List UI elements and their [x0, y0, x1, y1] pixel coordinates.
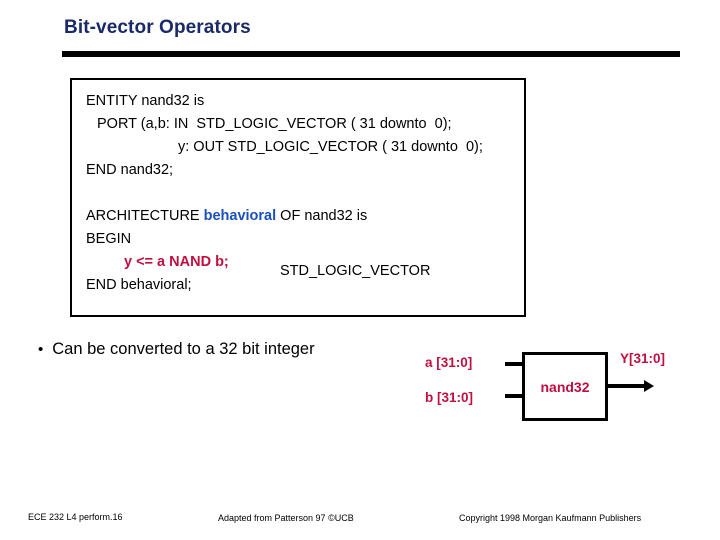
code-blank-line	[86, 182, 518, 205]
footer-attribution: Adapted from Patterson 97 ©UCB	[218, 513, 354, 523]
code-line-assignment: y <= a NAND b;	[86, 251, 518, 274]
code-line-end-architecture: END behavioral;	[86, 277, 192, 293]
output-port-y-label: Y[31:0]	[620, 351, 666, 366]
nand32-block-diagram: a [31:0] b [31:0] Y[31:0] nand32	[415, 348, 705, 438]
arrow-output-y-icon	[607, 380, 654, 392]
code-line-end-entity: END nand32;	[86, 162, 174, 178]
bullet-dot-icon: •	[38, 341, 44, 358]
code-line-entity: ENTITY nand32 is	[86, 93, 205, 109]
architecture-name: behavioral	[203, 208, 277, 224]
input-port-b-label: b [31:0]	[425, 390, 474, 405]
input-port-a-label: a [31:0]	[425, 355, 473, 370]
bullet-list-item: • Can be converted to a 32 bit integer	[38, 340, 315, 359]
title-divider-rule	[62, 51, 680, 57]
bullet-item-label: Can be converted to a 32 bit integer	[52, 340, 315, 358]
nand32-block: nand32	[522, 352, 608, 421]
std-logic-vector-annotation: STD_LOGIC_VECTOR	[280, 263, 431, 279]
code-line-port-out: y: OUT STD_LOGIC_VECTOR ( 31 downto 0);	[178, 139, 483, 155]
architecture-keyword-pre: ARCHITECTURE	[86, 208, 204, 224]
vhdl-code-box: ENTITY nand32 is PORT (a,b: IN STD_LOGIC…	[70, 78, 526, 317]
architecture-keyword-post: OF nand32 is	[276, 208, 368, 224]
page-title: Bit-vector Operators	[64, 17, 251, 38]
code-line-port-in: PORT (a,b: IN STD_LOGIC_VECTOR ( 31 down…	[97, 116, 452, 132]
code-line-begin: BEGIN	[86, 231, 132, 247]
footer-course-reference: ECE 232 L4 perform.16	[28, 512, 123, 522]
nand-assignment-statement: y <= a NAND b;	[124, 254, 229, 270]
nand32-block-label: nand32	[540, 378, 590, 395]
code-line-architecture: ARCHITECTURE behavioral OF nand32 is	[86, 205, 518, 228]
footer-copyright: Copyright 1998 Morgan Kaufmann Publisher…	[459, 513, 642, 523]
vhdl-code-lines: ENTITY nand32 is PORT (a,b: IN STD_LOGIC…	[86, 90, 518, 297]
